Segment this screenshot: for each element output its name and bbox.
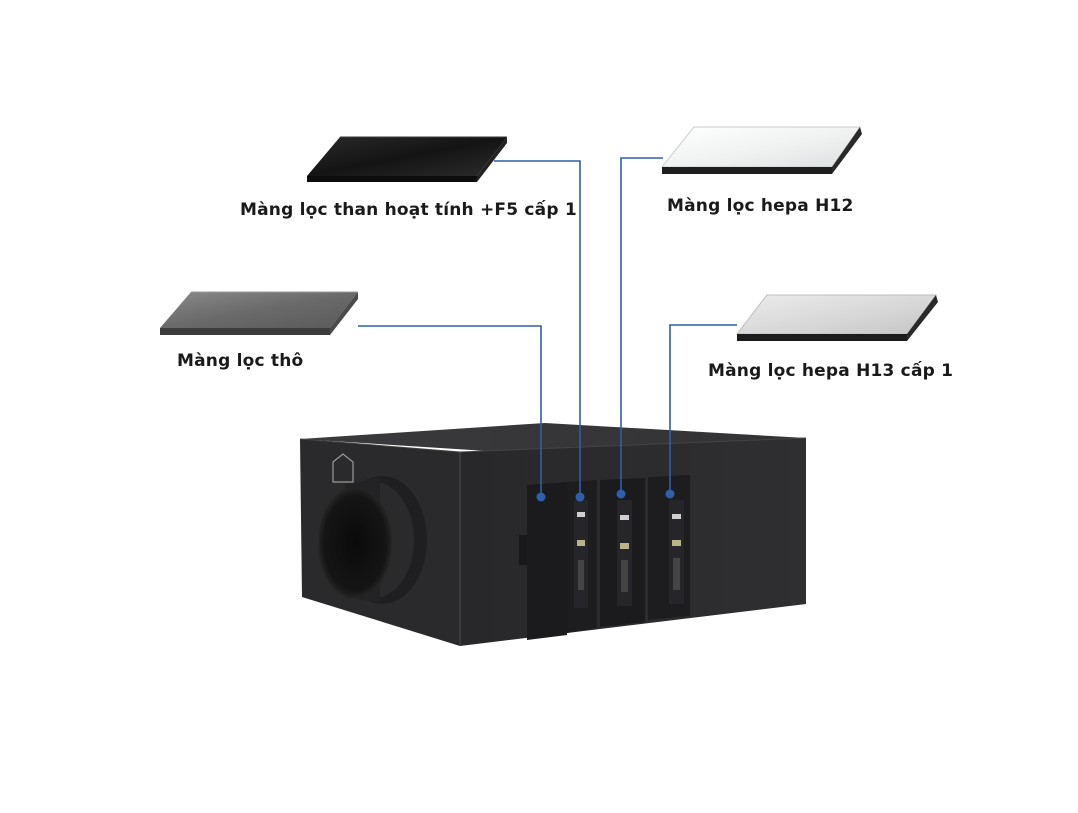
housing-sticker [332, 453, 354, 483]
cartridge-slot-3 [600, 478, 645, 627]
leader-coarse [358, 325, 542, 497]
coarse-filter-panel [160, 291, 358, 335]
hepa-h13-filter-panel [735, 294, 938, 341]
leader-hepa12 [620, 157, 663, 494]
cartridge-slot-4 [648, 475, 690, 620]
endpoint-hepa13 [665, 489, 675, 499]
cartridge-slot-2 [567, 480, 597, 633]
hepa-h12-filter-panel [660, 126, 862, 174]
filter-housing-unit [299, 423, 807, 646]
leader-hepa13 [669, 324, 737, 494]
coarse-filter-label: Màng lọc thô [177, 351, 304, 371]
hepa-h13-label: Màng lọc hepa H13 cấp 1 [708, 361, 954, 381]
endpoint-coarse [536, 492, 546, 502]
carbon-filter-label: Màng lọc than hoạt tính +F5 cấp 1 [240, 200, 577, 220]
cartridge-slot-1 [519, 482, 567, 640]
endpoint-carbon [575, 492, 585, 502]
carbon-filter-panel [307, 136, 507, 182]
duct-inlet [318, 476, 427, 604]
leader-lines [358, 157, 737, 497]
leader-endpoints [536, 489, 675, 502]
hepa-h12-label: Màng lọc hepa H12 [667, 196, 854, 216]
leader-carbon [494, 160, 581, 497]
endpoint-hepa12 [616, 489, 626, 499]
